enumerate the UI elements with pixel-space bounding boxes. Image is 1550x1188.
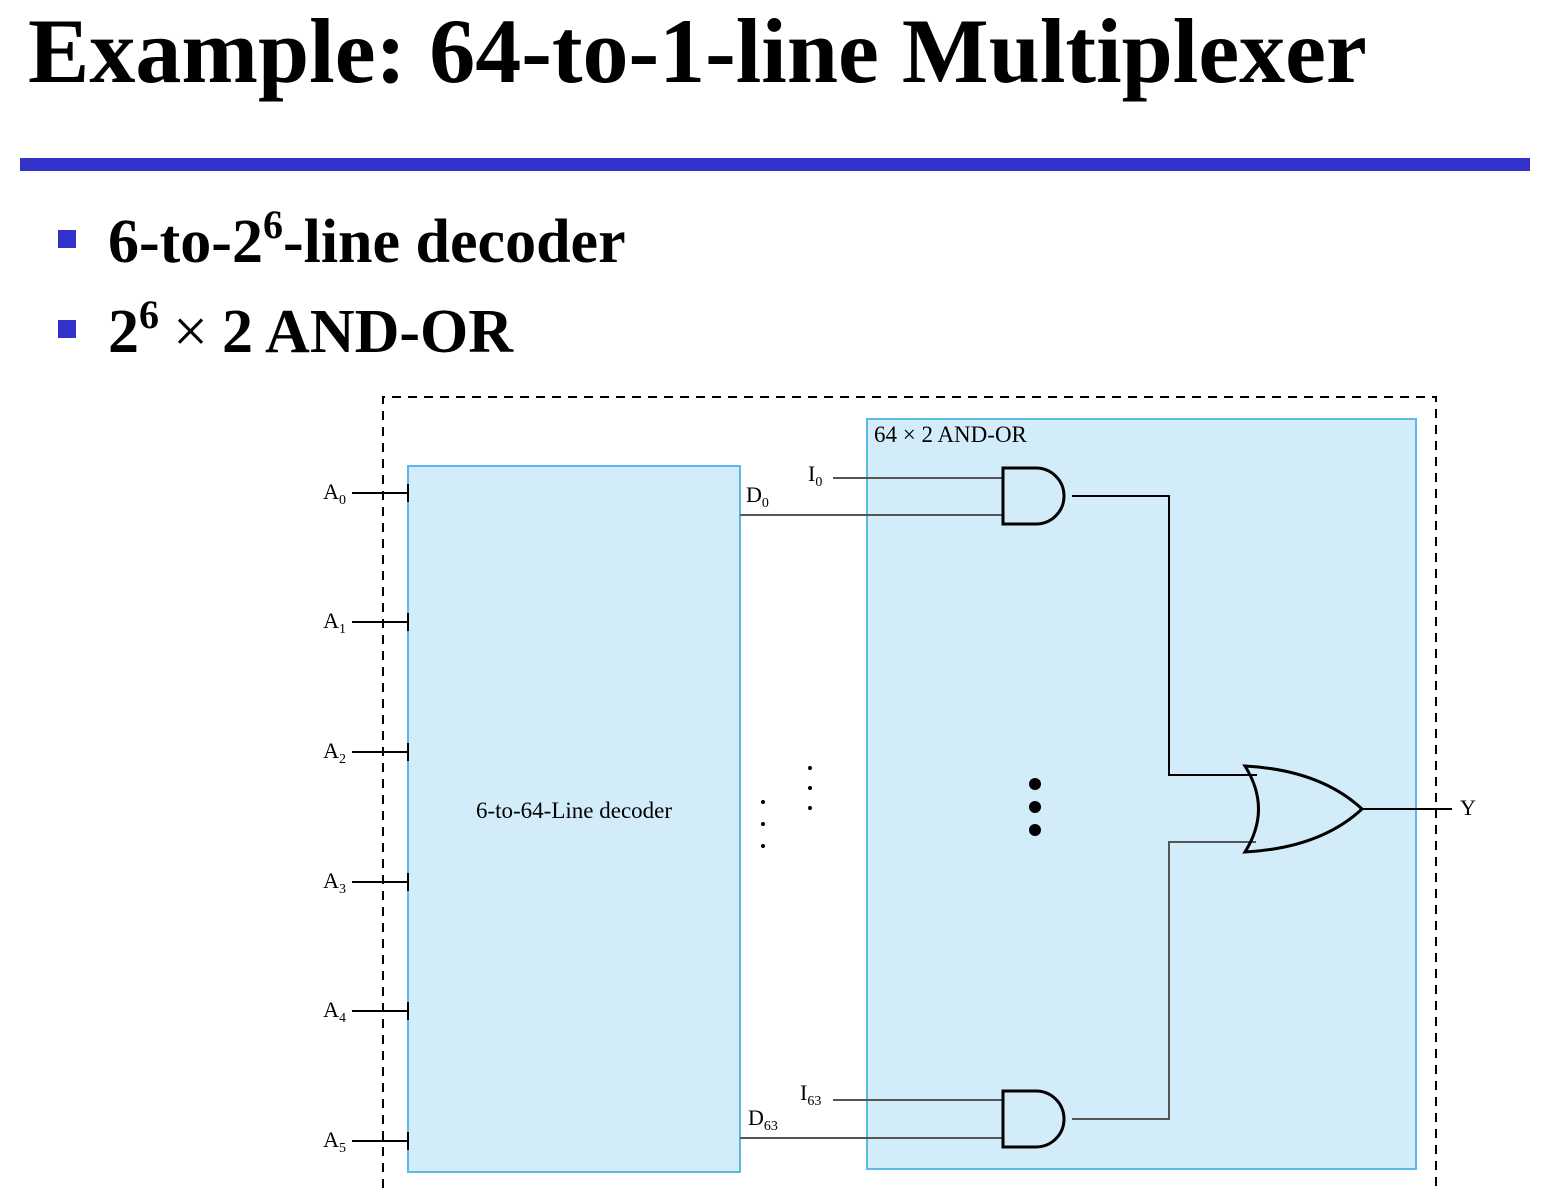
select-input-a2: A2 <box>323 738 409 767</box>
ellipsis-data-inputs <box>808 766 812 810</box>
decoder-block <box>407 465 741 1173</box>
select-label: A4 <box>323 997 346 1026</box>
bullet-text: 6-to-26-line decoder <box>108 202 626 277</box>
ellipsis-decoder-outputs <box>761 800 765 848</box>
select-label: A3 <box>323 868 346 897</box>
and-gate-bottom <box>1001 1089 1066 1149</box>
and-bottom-to-or-wire <box>1072 841 1256 1120</box>
select-label: A5 <box>323 1127 346 1156</box>
data-input-label: I0 <box>808 461 822 490</box>
select-label: A2 <box>323 738 346 767</box>
mux-output-y: Y <box>1362 795 1476 820</box>
and-top-to-or-wire <box>1072 495 1257 776</box>
bullet-marker <box>58 230 76 248</box>
decoder-output-d63: D63 <box>740 1105 1003 1139</box>
select-input-a0: A0 <box>323 479 409 508</box>
select-label: A0 <box>323 479 346 508</box>
slide-title: Example: 64-to-1-line Multiplexer <box>28 0 1367 102</box>
andor-label: 64 × 2 AND-OR <box>874 422 1028 447</box>
output-y-label: Y <box>1460 795 1476 820</box>
or-gate <box>1242 764 1365 854</box>
title-rule <box>20 158 1530 171</box>
data-input-label: I63 <box>800 1080 821 1109</box>
decoder-output-d0: D0 <box>740 482 1003 516</box>
data-input-i63: I63 <box>800 1080 1003 1109</box>
bullet-text: 26×2 AND-OR <box>108 292 514 367</box>
output-label: D63 <box>748 1105 778 1134</box>
and-gate-top <box>1001 466 1066 526</box>
mux-boundary <box>382 396 1437 1188</box>
select-label: A1 <box>323 608 346 637</box>
decoder-label: 6-to-64-Line decoder <box>476 798 672 823</box>
bullet-marker <box>58 320 76 338</box>
select-input-a5: A5 <box>323 1127 409 1156</box>
select-input-a3: A3 <box>323 868 409 897</box>
select-input-a1: A1 <box>323 608 409 637</box>
ellipsis-and-gates <box>1029 778 1041 836</box>
output-label: D0 <box>746 482 769 511</box>
select-input-a4: A4 <box>323 997 409 1026</box>
andor-block <box>866 418 1417 1170</box>
data-input-i0: I0 <box>808 461 1003 490</box>
